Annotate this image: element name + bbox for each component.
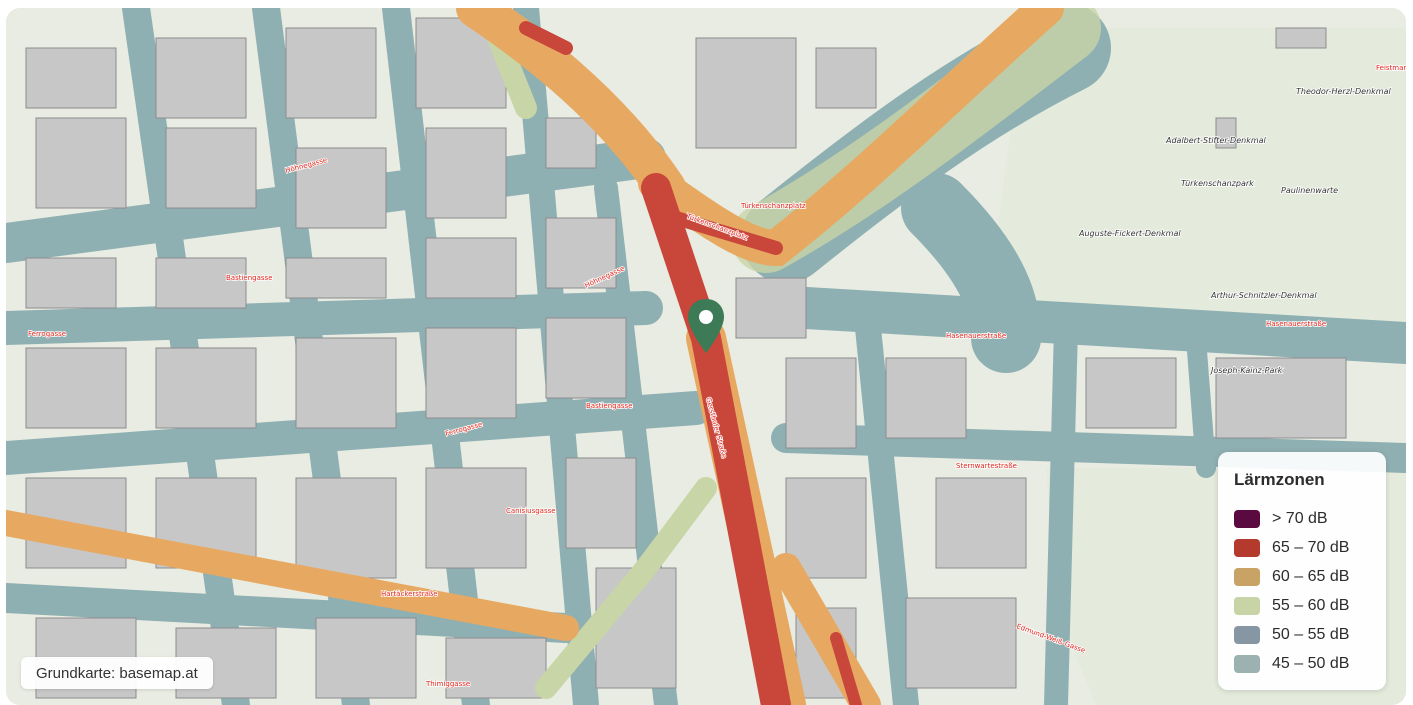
legend-swatch bbox=[1234, 625, 1260, 644]
street-label-bastien: Bastiengasse bbox=[226, 274, 273, 282]
place-label-paulinenwarte: Paulinenwarte bbox=[1281, 186, 1338, 195]
legend-item: 60 – 65 dB bbox=[1234, 562, 1370, 591]
attribution-text: Grundkarte: basemap.at bbox=[21, 657, 213, 689]
street-label-canisius: Canisiusgasse bbox=[506, 507, 556, 515]
street-label-ferrogasse: Ferrogasse bbox=[28, 330, 66, 338]
street-label-thimig: Thimiggasse bbox=[425, 680, 470, 688]
place-label-herzl: Theodor-Herzl-Denkmal bbox=[1296, 87, 1392, 96]
legend-item: 50 – 55 dB bbox=[1234, 620, 1370, 649]
legend-item: > 70 dB bbox=[1234, 504, 1370, 533]
legend-list: > 70 dB 65 – 70 dB 60 – 65 dB 55 – 60 dB 50 … bbox=[1234, 504, 1370, 678]
legend-panel: Lärmzonen > 70 dB 65 – 70 dB 60 – 65 dB 55 … bbox=[1218, 452, 1386, 690]
noise-map[interactable]: Gersthofer Straße Hasenauerstraße Hasena… bbox=[6, 8, 1406, 705]
legend-item: 55 – 60 dB bbox=[1234, 591, 1370, 620]
place-label-tuerkenschanzpark: Türkenschanzpark bbox=[1181, 179, 1254, 188]
location-pin-icon[interactable] bbox=[686, 297, 726, 355]
legend-label: 65 – 70 dB bbox=[1272, 538, 1350, 556]
legend-label: 60 – 65 dB bbox=[1272, 567, 1350, 585]
map-canvas[interactable]: Gersthofer Straße Hasenauerstraße Hasena… bbox=[6, 8, 1406, 705]
legend-item: 65 – 70 dB bbox=[1234, 533, 1370, 562]
legend-swatch bbox=[1234, 509, 1260, 528]
legend-swatch bbox=[1234, 538, 1260, 557]
street-label-hasenauer: Hasenauerstraße bbox=[946, 332, 1006, 340]
buildings bbox=[25, 17, 1347, 699]
street-label-feistmantel: Feistmantelstraße bbox=[1376, 64, 1406, 72]
legend-label: 50 – 55 dB bbox=[1272, 625, 1350, 643]
place-label-stifter: Adalbert-Stifter-Denkmal bbox=[1165, 136, 1267, 145]
attribution-box: Grundkarte: basemap.at bbox=[21, 657, 213, 689]
legend-label: > 70 dB bbox=[1272, 509, 1328, 527]
place-labels: Türkenschanzpark Adalbert-Stifter-Denkma… bbox=[1077, 86, 1392, 376]
legend-label: 45 – 50 dB bbox=[1272, 654, 1350, 672]
street-label-hartaecker: Hartäckerstraße bbox=[381, 590, 438, 598]
street-label-sternwarte: Sternwartestraße bbox=[956, 462, 1017, 470]
street-label-tuerkenschanzplatz-2: Türkenschanzplatz bbox=[740, 202, 806, 210]
legend-item: 45 – 50 dB bbox=[1234, 649, 1370, 678]
park-tuerkenschanzpark bbox=[996, 28, 1406, 338]
legend-swatch bbox=[1234, 596, 1260, 615]
place-label-fickert: Auguste-Fickert-Denkmal bbox=[1078, 229, 1181, 238]
legend-label: 55 – 60 dB bbox=[1272, 596, 1350, 614]
place-label-schnitzler: Arthur-Schnitzler-Denkmal bbox=[1210, 291, 1317, 300]
legend-swatch bbox=[1234, 654, 1260, 673]
legend-swatch bbox=[1234, 567, 1260, 586]
street-label-bastien-2: Bastiengasse bbox=[586, 402, 633, 410]
legend-title: Lärmzonen bbox=[1234, 470, 1325, 489]
street-label-hasenauer-2: Hasenauerstraße bbox=[1266, 320, 1326, 328]
place-label-kainz: Joseph-Kainz-Park bbox=[1209, 366, 1283, 375]
